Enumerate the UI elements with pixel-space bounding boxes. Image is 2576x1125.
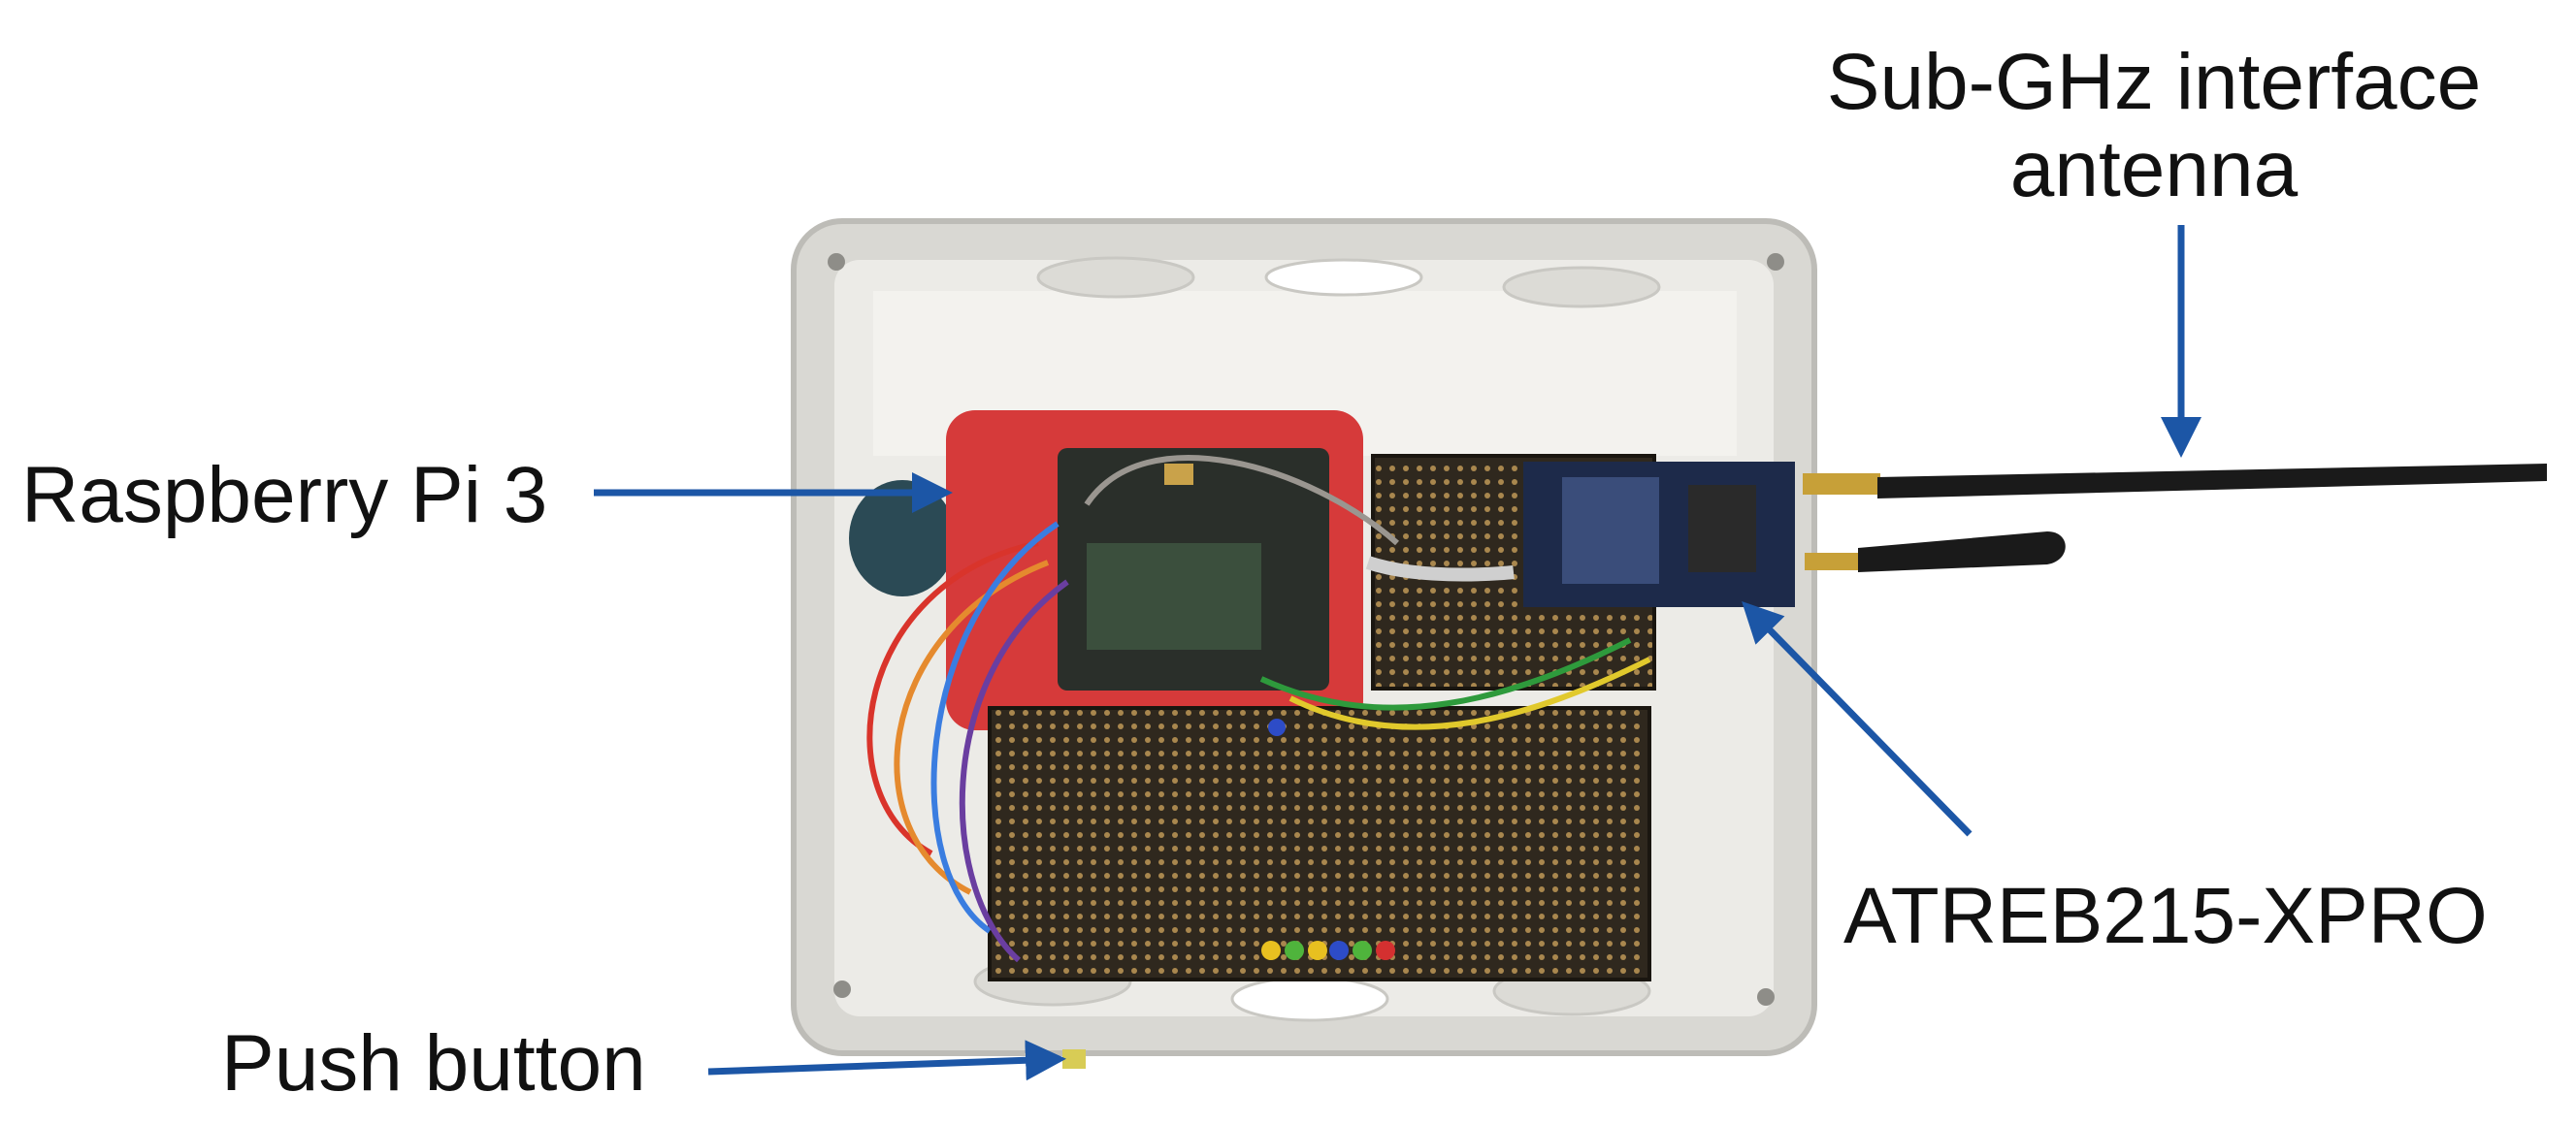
push-button-label: Push button: [221, 1019, 646, 1108]
annotation-arrows: [594, 225, 2201, 1081]
arrow-atreb: [1742, 600, 1973, 837]
antenna-label-line2: antenna: [2009, 125, 2299, 214]
raspberry-pi-label: Raspberry Pi 3: [21, 451, 548, 539]
antennas: [1062, 464, 2547, 1069]
antenna-label-line1: Sub-GHz interface: [1826, 38, 2482, 126]
atreb215-xpro-board: [1523, 462, 1795, 607]
arrow-push-button: [707, 1040, 1066, 1081]
wires: [866, 455, 1651, 963]
antenna-label: Sub-GHz interface antenna: [1785, 38, 2523, 214]
atreb-label: ATREB215-XPRO: [1843, 872, 2488, 960]
raspberry-pi-case: [946, 410, 1363, 730]
